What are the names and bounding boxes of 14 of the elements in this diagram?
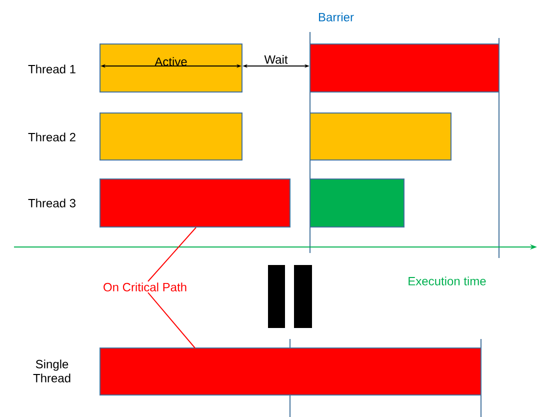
label-text: Thread 2 (28, 132, 76, 142)
activity-box (100, 348, 482, 396)
label-text: Thread 1 (28, 64, 76, 74)
activity-box (310, 44, 500, 92)
label-text: Single Thread (33, 360, 70, 382)
edge-label: Wait (264, 55, 288, 64)
callout-text: On Critical Path (104, 282, 186, 292)
label-text: Barrier (319, 12, 354, 22)
label-text: Thread 3 (28, 198, 76, 208)
activity-box (310, 112, 452, 160)
activity-box (100, 112, 242, 160)
label-text: Execution time (408, 276, 486, 286)
activity-box (310, 178, 404, 228)
activity-box (100, 178, 290, 228)
